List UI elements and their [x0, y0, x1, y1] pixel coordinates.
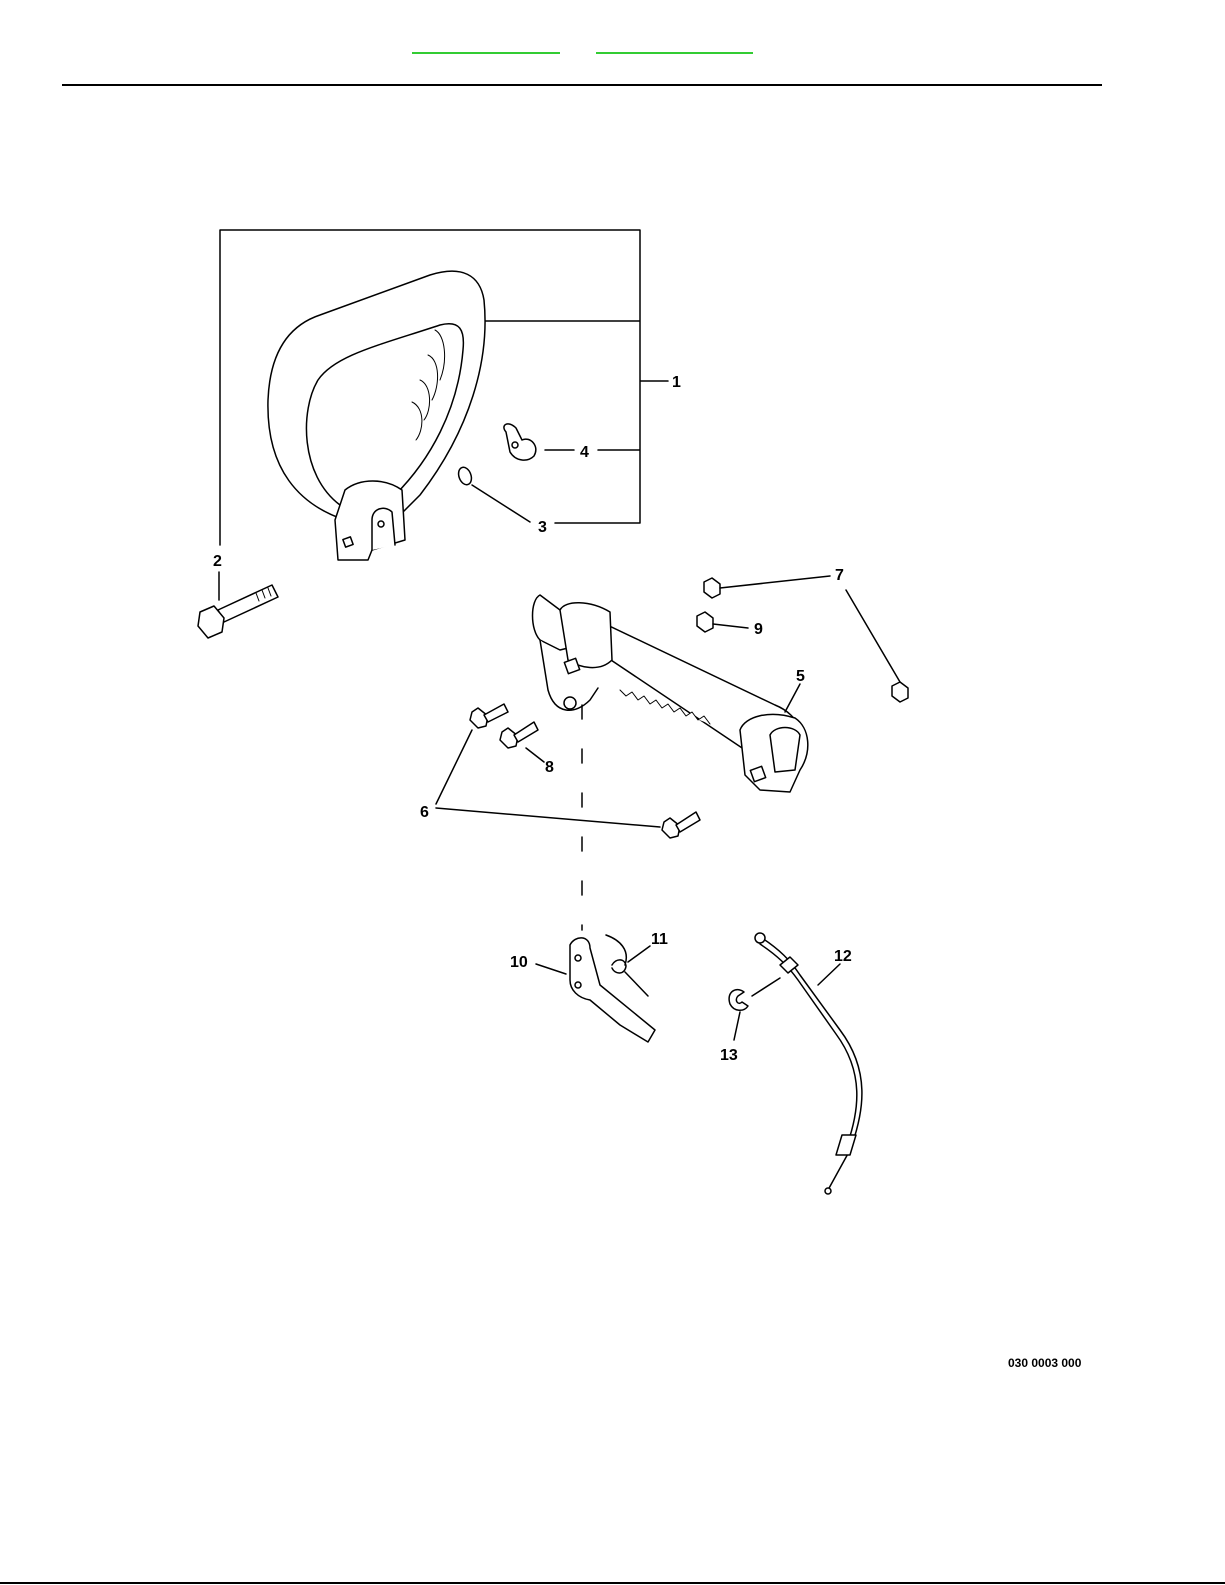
throttle-lever-part — [536, 938, 655, 1042]
long-bolt-part — [198, 572, 278, 638]
washer-part — [456, 465, 530, 522]
callout-8: 8 — [545, 759, 554, 776]
callout-13: 13 — [720, 1047, 738, 1064]
wing-nut-part — [504, 424, 574, 460]
figure-number: 030 0003 000 — [1008, 1356, 1081, 1370]
main-handle-part — [533, 595, 808, 792]
callout-6: 6 — [420, 804, 429, 821]
callout-7: 7 — [835, 567, 844, 584]
callout-12: 12 — [834, 948, 852, 965]
footer-divider — [0, 1582, 1225, 1584]
callout-4: 4 — [580, 444, 589, 461]
loop-handle-part — [268, 271, 485, 560]
screw-8-part — [500, 722, 544, 762]
callout-1: 1 — [672, 374, 681, 391]
throttle-cable-part — [755, 933, 862, 1194]
callout-3: 3 — [538, 519, 547, 536]
callout-11: 11 — [651, 931, 668, 948]
callout-5: 5 — [796, 668, 805, 685]
callout-9: 9 — [754, 621, 763, 638]
callout-10: 10 — [510, 954, 528, 971]
callout-2: 2 — [213, 553, 222, 570]
e-clip-part — [729, 978, 780, 1040]
screw-parts — [436, 704, 700, 838]
spring-part — [606, 935, 650, 996]
